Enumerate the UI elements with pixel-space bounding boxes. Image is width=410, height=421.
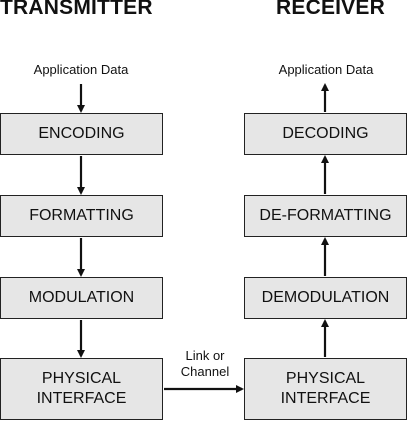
transmitter-heading: TRANSMITTER (0, 0, 153, 19)
demodulation-block: DEMODULATION (244, 277, 407, 319)
encoding-block: ENCODING (0, 113, 163, 155)
link-label-line2: Channel (180, 364, 230, 379)
receiver-physical-interface-label: PHYSICAL INTERFACE (280, 370, 371, 407)
modulation-block: MODULATION (0, 277, 163, 319)
de-formatting-block: DE-FORMATTING (244, 195, 407, 237)
decoding-block: DECODING (244, 113, 407, 155)
transmitter-physical-interface-label: PHYSICAL INTERFACE (36, 370, 127, 407)
transmitter-physical-interface-block: PHYSICAL INTERFACE (0, 358, 163, 420)
receiver-physical-interface-block: PHYSICAL INTERFACE (244, 358, 407, 420)
transmitter-input-label: Application Data (33, 62, 129, 77)
receiver-output-label: Application Data (278, 62, 374, 77)
link-label-line1: Link or (185, 348, 225, 363)
formatting-block: FORMATTING (0, 195, 163, 237)
receiver-heading: RECEIVER (276, 0, 385, 19)
